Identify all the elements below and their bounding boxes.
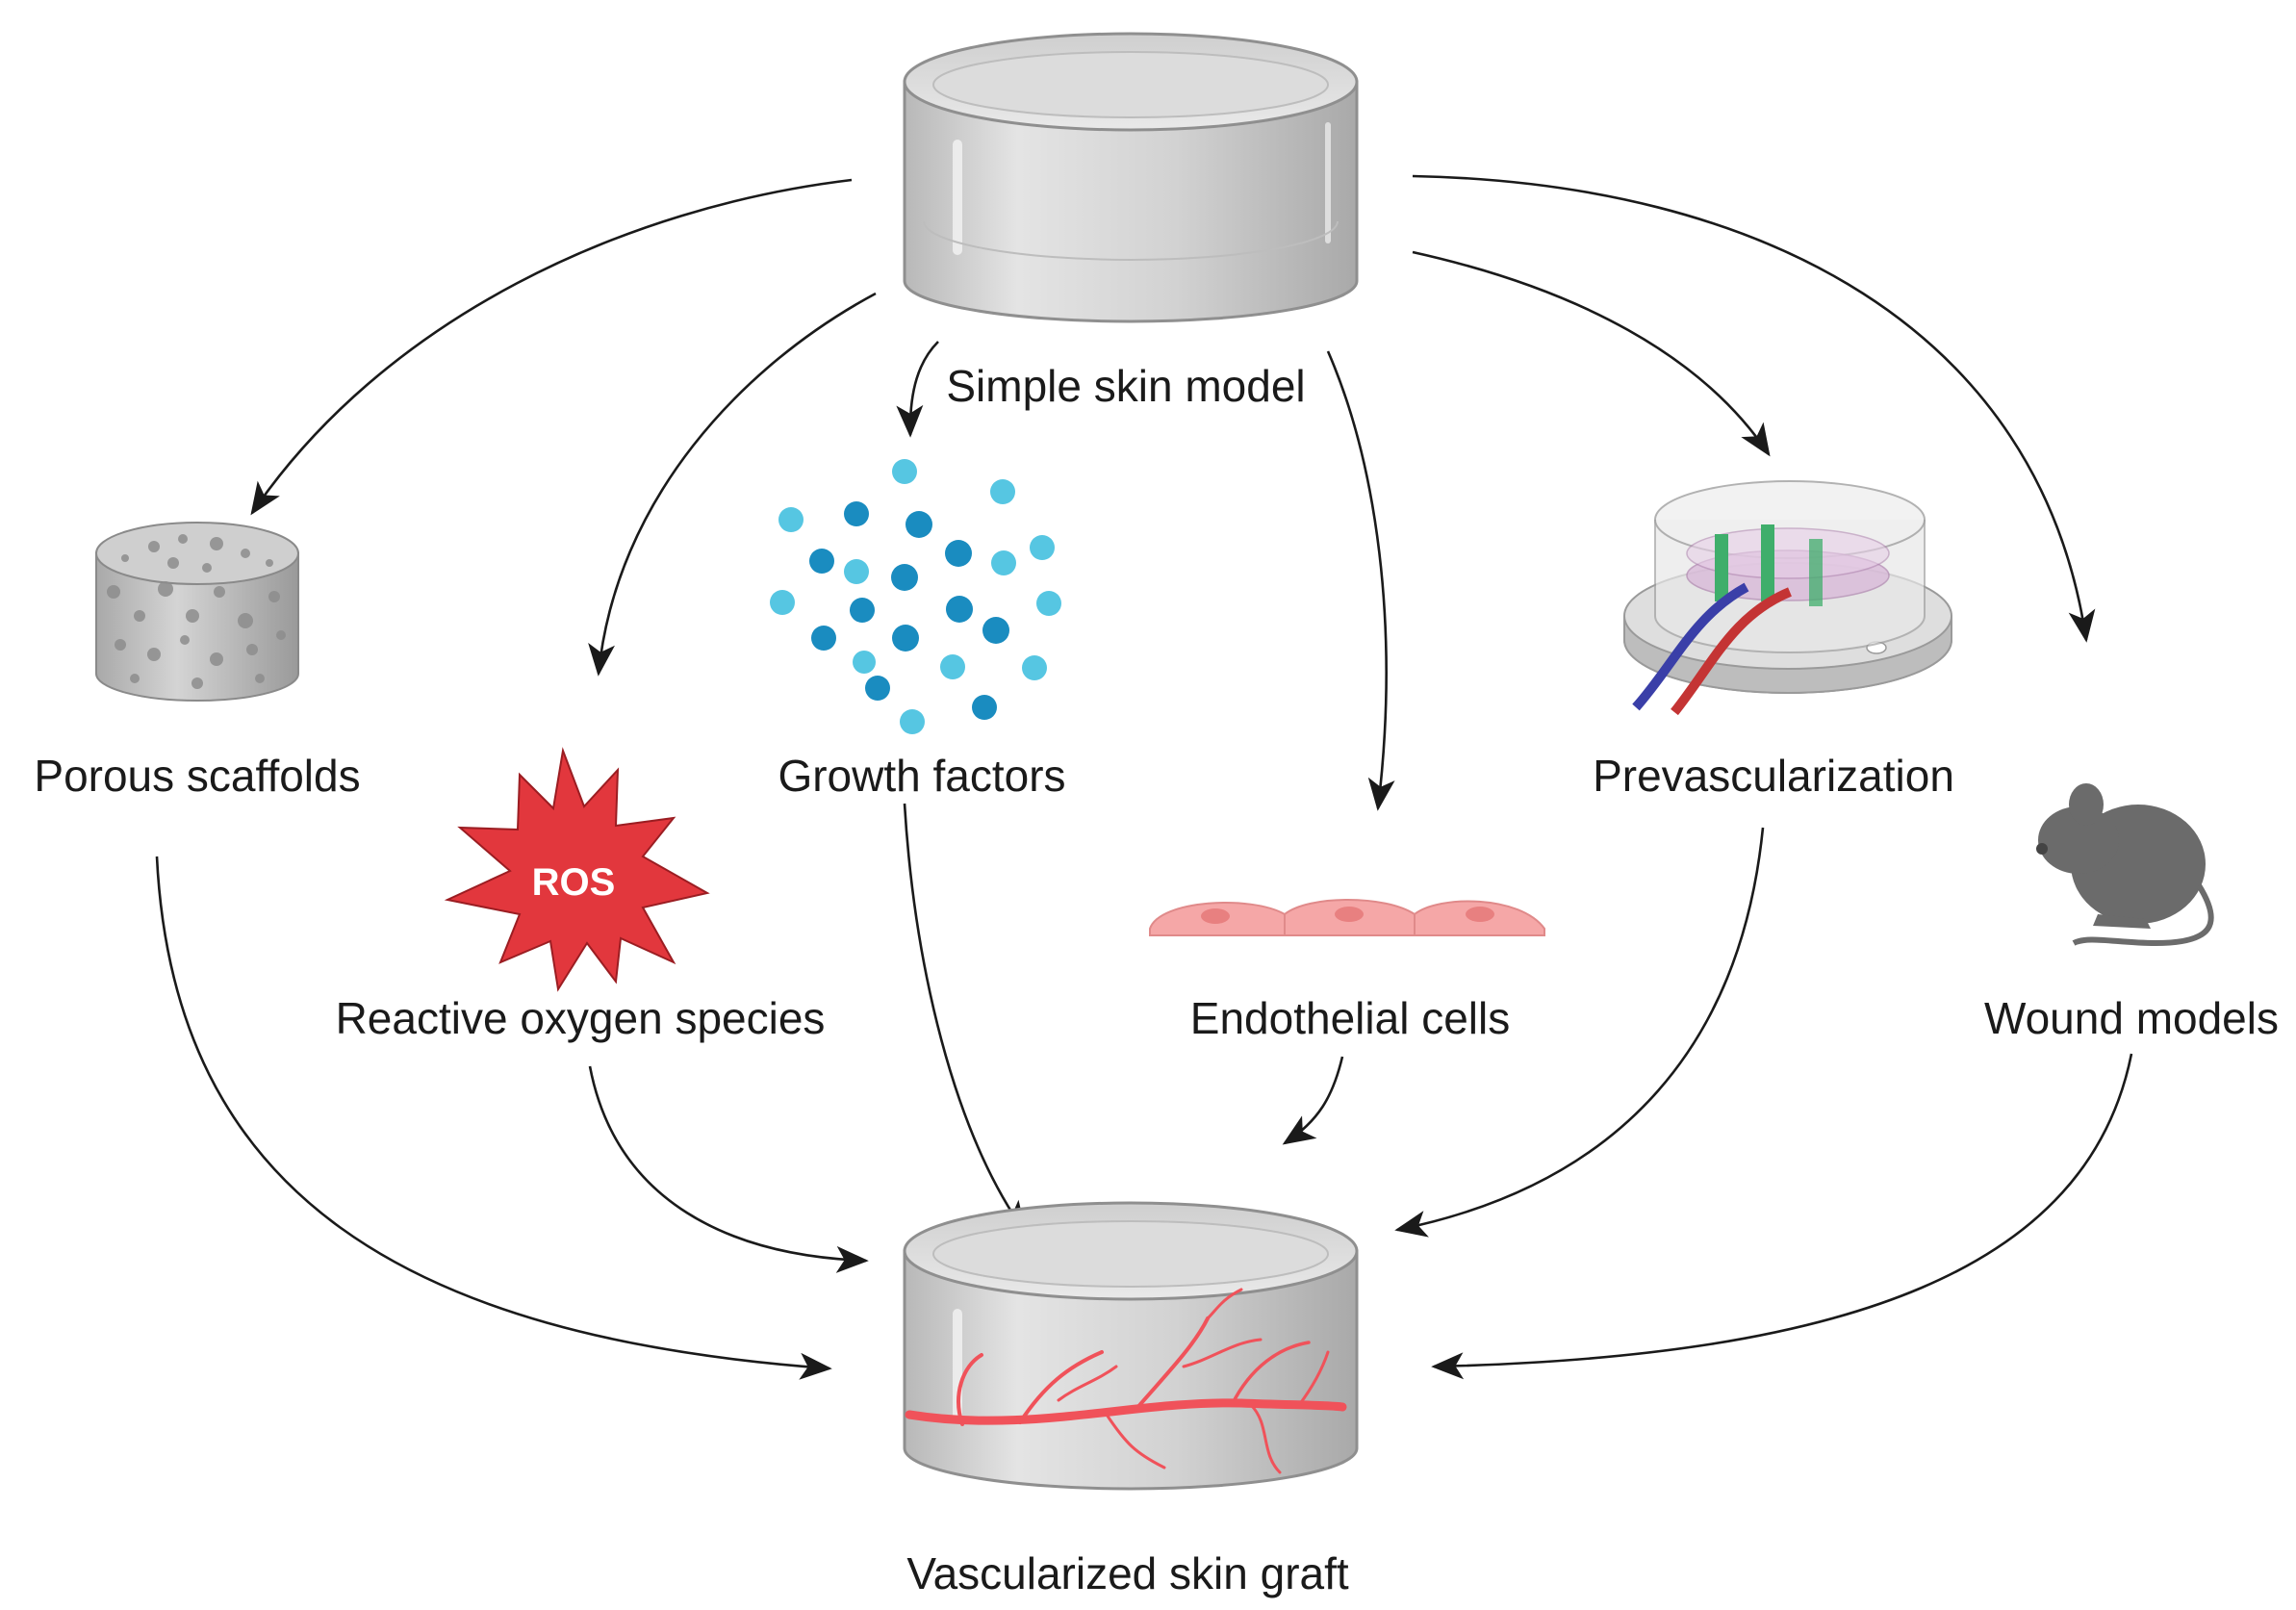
arrow-wound-models-to-graft <box>1431 1053 2133 1380</box>
arrow-prevascularization-to-graft <box>1394 827 1765 1238</box>
ros-icon <box>444 747 710 992</box>
label-wound-models: Wound models <box>1984 993 2279 1043</box>
ros-badge-text: ROS <box>532 861 616 904</box>
porous-scaffold-icon <box>95 522 299 702</box>
arrow-growth-factors-to-graft <box>903 803 1027 1235</box>
arrow-skin-to-prevascularization <box>1412 250 1771 457</box>
blood-vessels <box>905 1288 1347 1474</box>
label-simple-skin-model: Simple skin model <box>946 361 1306 411</box>
label-reactive-oxygen-species: Reactive oxygen species <box>335 993 826 1043</box>
arrow-skin-to-ros <box>588 292 877 677</box>
label-porous-scaffolds: Porous scaffolds <box>34 751 361 801</box>
arrows <box>155 174 2133 1380</box>
endothelial-cells-icon <box>1149 899 1545 936</box>
prevascularization-device-icon <box>1623 480 1952 716</box>
label-growth-factors: Growth factors <box>778 751 1066 801</box>
arrow-porous-scaffolds-to-graft <box>155 856 832 1380</box>
simple-skin-model-icon <box>903 32 1359 323</box>
arrow-skin-to-growth-factors <box>896 341 939 438</box>
arrow-ros-to-graft <box>588 1065 869 1273</box>
label-prevascularization: Prevascularization <box>1593 751 1954 801</box>
mouse-icon <box>2036 783 2214 947</box>
growth-factors-icon <box>770 459 1061 734</box>
label-endothelial-cells: Endothelial cells <box>1189 993 1511 1043</box>
arrow-skin-to-wound-models <box>1412 174 2096 643</box>
arrow-skin-to-porous-scaffolds <box>250 178 853 516</box>
label-vascularized-skin-graft: Vascularized skin graft <box>906 1548 1349 1598</box>
arrow-endothelial-cells-to-graft <box>1282 1056 1344 1145</box>
vascularized-skin-graft-icon <box>903 1201 1359 1491</box>
arrow-skin-to-endothelial-cells <box>1326 350 1395 811</box>
